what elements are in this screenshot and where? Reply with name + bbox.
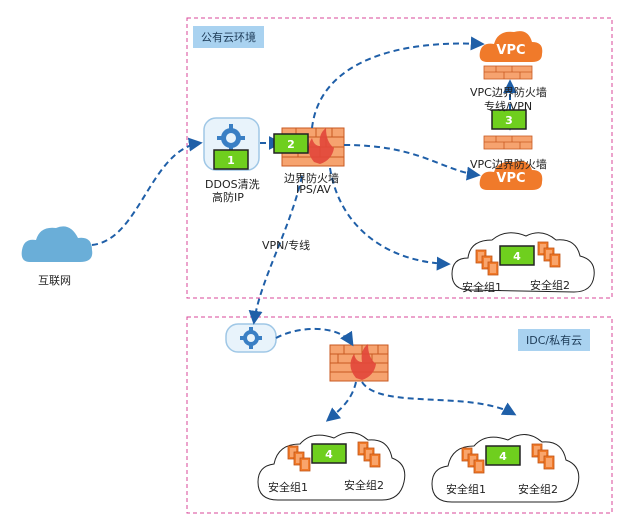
idc-gateway-icon (225, 323, 277, 353)
idc-firewall-icon (329, 344, 389, 382)
badge-cloud-sg-text: 4 (513, 250, 521, 263)
badge-border-firewall-text: 2 (287, 138, 295, 151)
vpc-top-label-1: VPC边界防火墙 (470, 86, 547, 99)
ddos-label-1: DDOS清洗 (205, 178, 260, 191)
border-fw-label-1: 边界防火墙 (284, 172, 339, 185)
idc-region (186, 316, 613, 514)
vpc-top-firewall-icon (483, 65, 533, 80)
internet-label: 互联网 (38, 274, 71, 287)
border-fw-label-2: IPS/AV (296, 183, 331, 196)
badge-vpc-firewall: 3 (491, 109, 527, 130)
arrow-idc-firewall-to-right (361, 381, 517, 416)
vpc-bottom-text: VPC (496, 171, 525, 186)
badge-ddos: 1 (213, 149, 249, 170)
arrow-firewall-to-vpc-bottom (343, 144, 481, 181)
badge-idc-left-sg: 4 (311, 443, 347, 464)
idc-left-sg2-label: 安全组2 (344, 479, 384, 492)
idc-right-sg1-label: 安全组1 (446, 483, 486, 496)
arrow-internet-to-ddos (91, 137, 203, 246)
vpc-top-icon (479, 31, 543, 62)
cloud-sg2-label: 安全组2 (530, 279, 570, 292)
arrow-idc-firewall-to-left (325, 381, 357, 422)
vpc-bottom-firewall-icon (483, 135, 533, 150)
arrow-firewall-to-vpc-top (311, 36, 485, 129)
internet-cloud-icon (21, 226, 93, 262)
vpc-bottom-label: VPC边界防火墙 (470, 158, 547, 171)
badge-idc-right-text: 4 (499, 450, 507, 463)
vpc-top-label-2: 专线/VPN (484, 100, 533, 113)
ddos-label-2: 高防IP (212, 191, 244, 204)
badge-border-firewall: 2 (273, 133, 309, 154)
idc-tag: IDC/私有云 (518, 329, 591, 351)
badge-idc-right-sg: 4 (485, 445, 521, 466)
public-cloud-tag: 公有云环境 (193, 26, 264, 48)
badge-vpc-firewall-text: 3 (505, 114, 513, 127)
arrow-firewall-to-cloud-sg (329, 167, 451, 271)
vpn-link-label: VPN/专线 (262, 239, 311, 252)
badge-cloud-sg: 4 (499, 245, 535, 266)
idc-right-sg2-label: 安全组2 (518, 483, 558, 496)
badge-ddos-text: 1 (227, 154, 235, 167)
vpc-top-text: VPC (496, 43, 525, 58)
vpc-bottom-icon (479, 161, 543, 190)
cloud-sg1-label: 安全组1 (462, 281, 502, 294)
arrow-firewall-to-idc (248, 175, 303, 325)
idc-left-sg1-label: 安全组1 (268, 481, 308, 494)
public-cloud-region (186, 17, 613, 299)
arrow-idc-gateway-to-firewall (275, 328, 354, 347)
badge-idc-left-text: 4 (325, 448, 333, 461)
